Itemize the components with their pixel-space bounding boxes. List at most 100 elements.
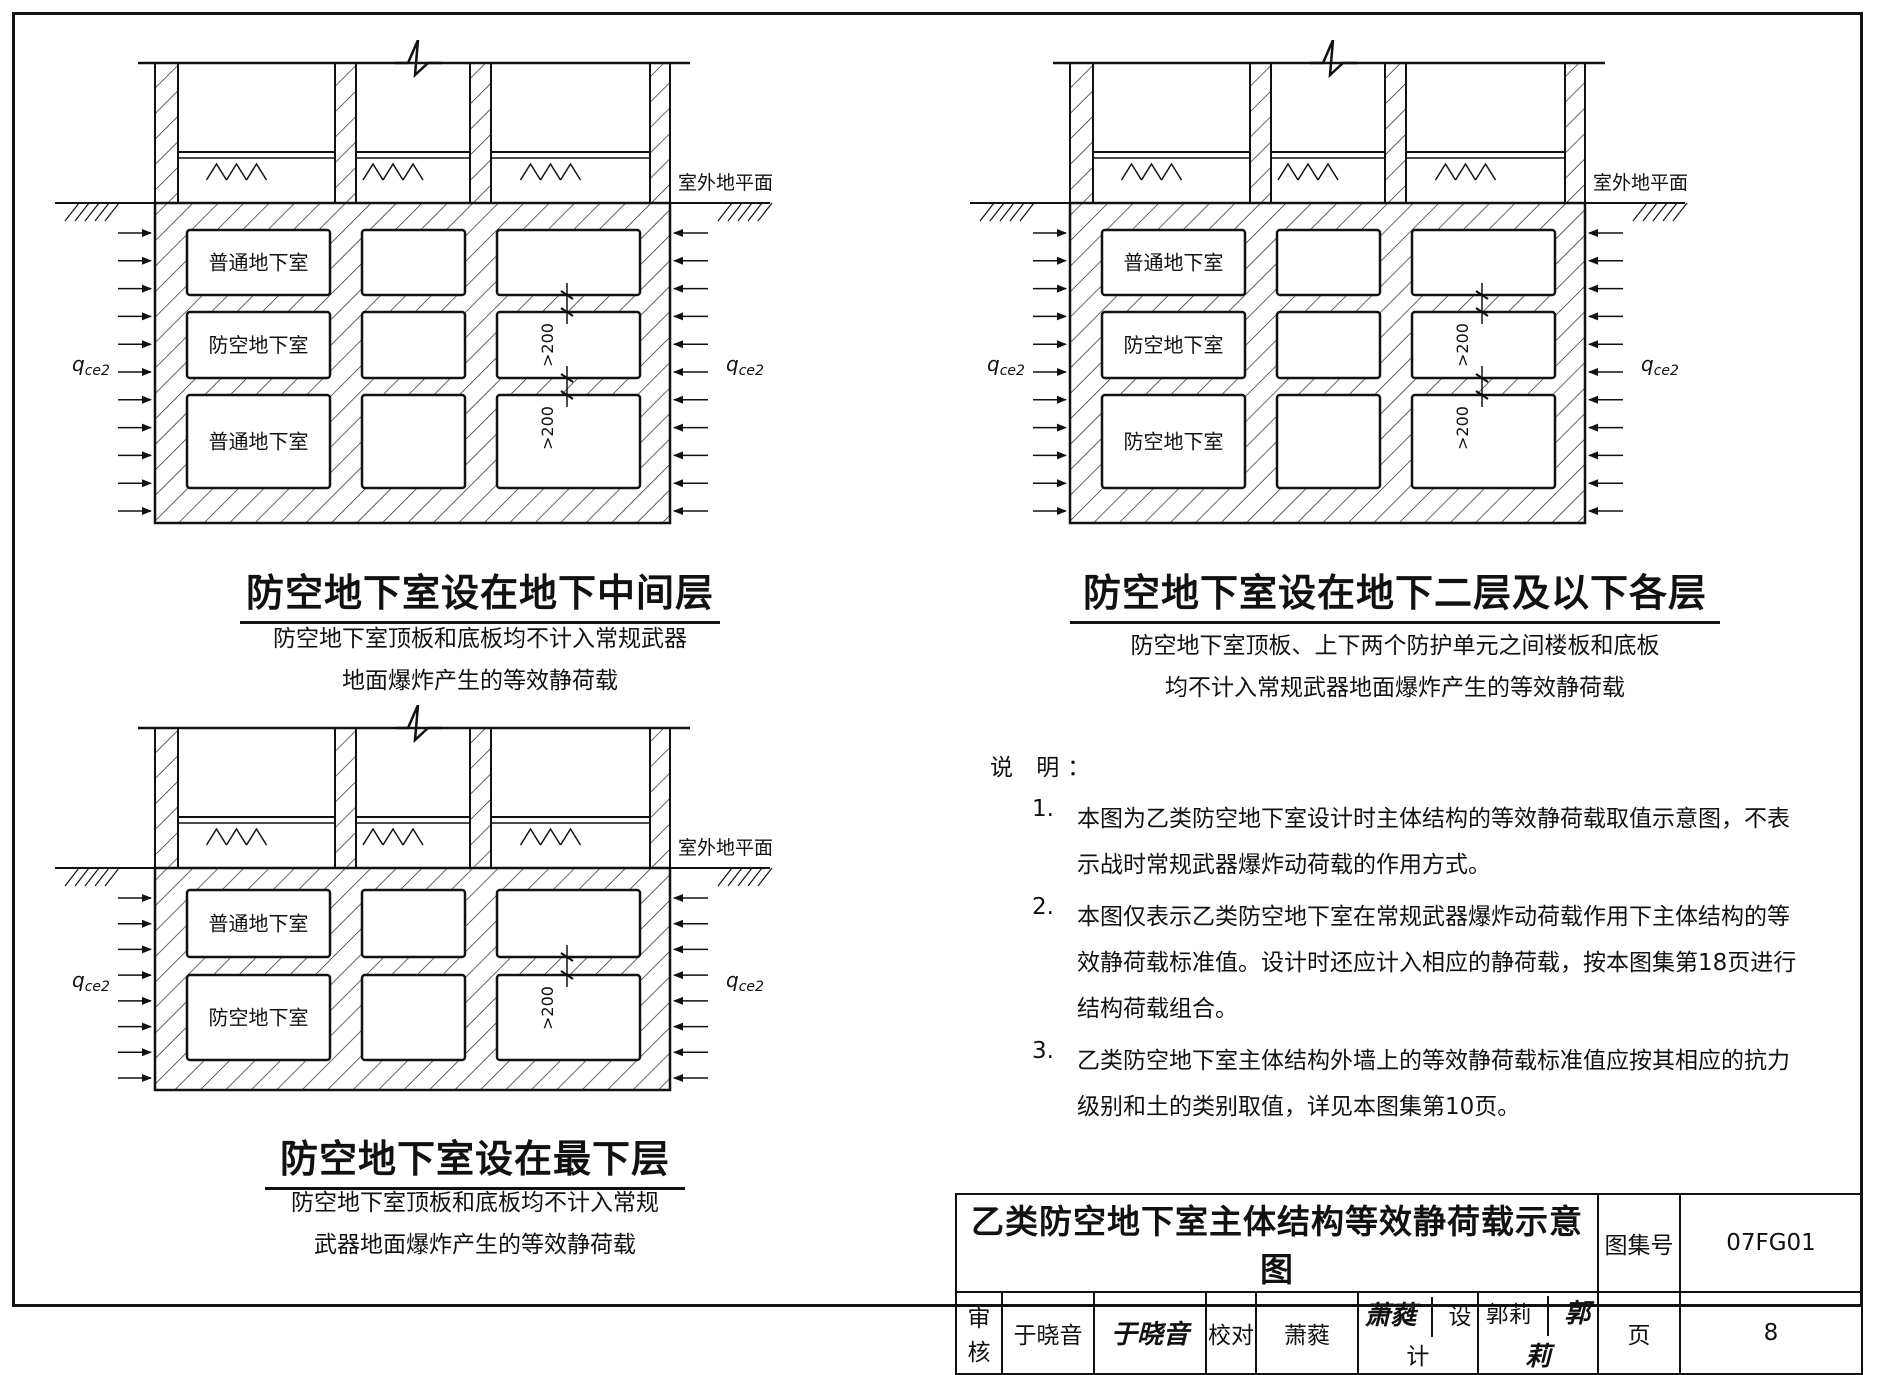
room [185,888,332,959]
dimension-tick [560,373,574,383]
fill-symbol [1434,162,1457,181]
break-symbol [1310,40,1357,79]
note-line: 本图仅表示乙类防空地下室在常规武器爆炸动荷载作用下主体结构的等 [1077,904,1790,930]
fill-symbol [1140,162,1163,181]
caption-subtitle-line: 武器地面爆炸产生的等效静荷载 [314,1232,636,1258]
arrowhead [142,919,152,928]
column [649,62,671,204]
arrowhead [673,479,683,488]
caption-subtitle-lowest: 防空地下室顶板和底板均不计入常规 武器地面爆炸产生的等效静荷载 [210,1182,740,1266]
column [1384,62,1407,204]
fill-symbol [362,827,384,846]
arrowhead [1588,507,1598,515]
fill-symbol [245,827,268,846]
load-label-subscript: ce2 [85,979,110,995]
ground-level-label: 室外地平面 [1593,172,1688,194]
fill-symbol [559,827,582,846]
dimension-tick [1475,373,1489,383]
notes: 说 明： 1. 本图为乙类防空地下室设计时主体结构的等效静荷载取值示意图，不表 … [990,748,1830,1136]
arrowhead [142,1074,152,1082]
arrowhead [1588,395,1598,404]
room-label: 防空地下室 [1124,333,1224,357]
soil-hatch [64,202,80,222]
fill-symbol [225,162,248,181]
arrowhead [673,1022,683,1031]
room-label: 防空地下室 [209,333,309,357]
fill-symbol [1277,162,1299,181]
checker-signature-text: 萧蕤 [1364,1300,1417,1331]
fill-symbol [519,162,542,181]
room [1410,310,1557,380]
room [185,973,332,1062]
room-label: 防空地下室 [209,1006,309,1030]
soil-hatch [757,202,773,222]
arrowhead [142,996,152,1005]
dimension-tick [560,307,574,317]
fill-symbol [362,162,384,181]
room [1275,310,1382,380]
dimension-tick [560,390,574,400]
caption-subtitle-line: 防空地下室顶板和底板均不计入常规武器 [273,626,687,652]
arrowhead [142,451,152,460]
fill-symbol [1120,162,1143,181]
note-line: 示战时常规武器爆炸动荷载的作用方式。 [1077,852,1491,878]
caption-subtitle-second: 防空地下室顶板、上下两个防护单元之间楼板和底板 均不计入常规武器地面爆炸产生的等… [1080,625,1710,709]
fill-symbol [245,162,268,181]
arrowhead [1588,368,1598,376]
soil-hatch [717,202,733,222]
arrowhead [673,1074,683,1082]
room [1410,228,1557,297]
caption-subtitle-middle: 防空地下室顶板和底板均不计入常规武器 地面爆炸产生的等效静荷载 [200,618,760,702]
room [1100,393,1247,490]
arrowhead [673,1048,683,1057]
fill-symbol [1297,162,1319,181]
arrowhead [1057,368,1067,376]
break-symbol [395,705,442,744]
soil-hatch [737,202,753,222]
dimension-tick [560,290,574,300]
dimension-label: >200 [1453,323,1472,367]
arrowhead [142,395,152,404]
arrowhead [1057,229,1067,237]
arrowhead [1588,312,1598,321]
dimension-tick [560,952,574,962]
arrowhead [142,479,152,488]
arrowhead [1057,312,1067,321]
arrowhead [673,395,683,404]
soil-hatch [1662,202,1678,222]
room-label: 普通地下室 [1124,251,1224,275]
fill-symbol [539,827,562,846]
column [469,62,492,204]
arrowhead [142,1048,152,1057]
title-block: 乙类防空地下室主体结构等效静荷载示意图 图集号 07FG01 审核 于晓音 于晓… [955,1193,1863,1375]
arrowhead [142,256,152,265]
room [495,228,642,297]
atlas-label: 图集号 [1597,1193,1681,1293]
soil-hatch [94,867,110,887]
arrowhead [1588,256,1598,265]
note-number: 3. [1032,1038,1054,1064]
arrowhead [142,423,152,432]
column [1069,62,1094,204]
soil-hatch [1652,202,1668,222]
dimension-tick [1475,390,1489,400]
reviewer-name: 于晓音 [1001,1291,1095,1375]
load-label-subscript: ce2 [85,363,110,379]
ground-level-label: 室外地平面 [678,172,773,194]
page-label: 页 [1597,1291,1681,1375]
arrowhead [673,284,683,293]
checker-signature: 萧蕤 设计 [1357,1291,1479,1375]
sheet-border [12,12,1863,1307]
room-label: 防空地下室 [1124,430,1224,454]
room [185,310,332,380]
column [154,62,179,204]
arrowhead [142,507,152,515]
soil-hatch [727,867,743,887]
note-number: 2. [1032,894,1054,920]
room-label: 普通地下室 [209,251,309,275]
caption-title-second: 防空地下室设在地下二层及以下各层 [1070,562,1720,624]
room [495,973,642,1062]
note-line: 效静荷载标准值。设计时还应计入相应的静荷载，按本图集第18页进行 [1077,950,1797,976]
column [334,62,357,204]
soil-hatch [737,867,753,887]
